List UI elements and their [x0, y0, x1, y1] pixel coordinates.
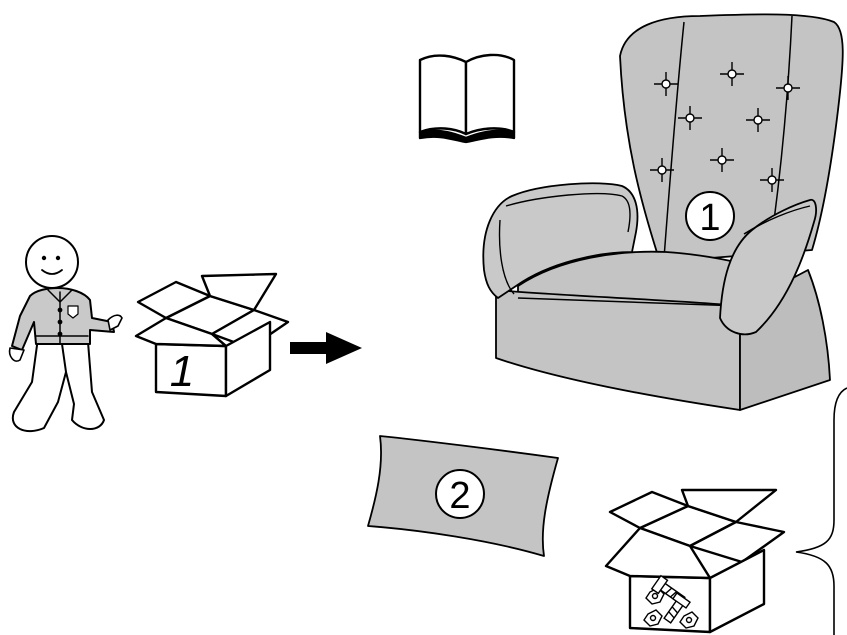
pillow-number: 2 — [449, 475, 470, 517]
bolts-nuts-icon — [643, 574, 699, 629]
person-head — [25, 235, 79, 289]
person-trousers — [11, 337, 105, 433]
person-figure — [8, 235, 123, 433]
chair-number-badge — [685, 191, 735, 241]
box-main — [134, 272, 290, 398]
armchair-left-arm — [482, 182, 639, 299]
armchair-base — [495, 289, 741, 411]
armchair-tufting — [650, 62, 800, 192]
box-main-number: 1 — [170, 347, 194, 396]
pillow-number-badge — [435, 469, 485, 519]
right-arrow-icon — [290, 332, 362, 364]
person-hand — [107, 314, 123, 331]
manual-book-icon — [418, 53, 516, 144]
armchair-right-arm — [719, 198, 817, 336]
brace-bracket — [795, 387, 847, 635]
armchair — [482, 13, 844, 411]
person-badge — [67, 305, 79, 319]
box-hardware — [604, 488, 786, 634]
armchair-back — [619, 13, 844, 263]
chair-number: 1 — [699, 197, 720, 239]
person-shirt — [11, 287, 115, 351]
